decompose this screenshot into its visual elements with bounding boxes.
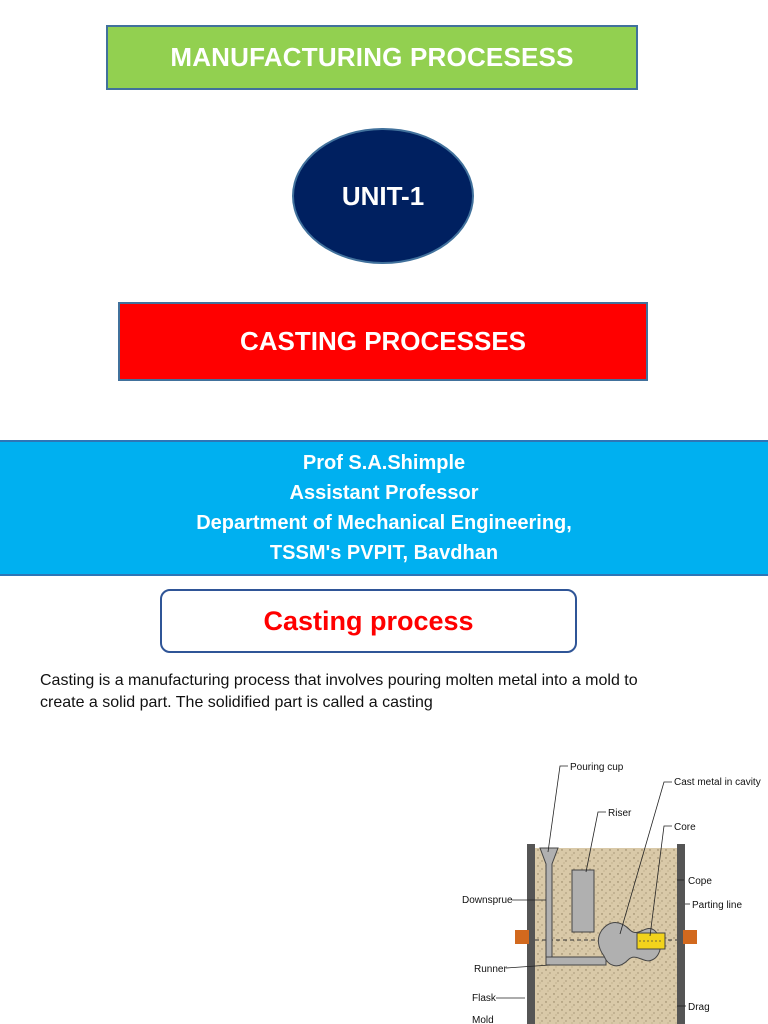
label-cast-metal: Cast metal in cavity [674, 777, 761, 788]
author-designation: Assistant Professor [289, 482, 479, 504]
label-cope: Cope [688, 876, 712, 887]
topic-title: CASTING PROCESSES [239, 326, 527, 356]
casting-mold-diagram: Pouring cup Cast metal in cavity Riser C… [462, 762, 761, 1024]
label-mold: Mold [472, 1015, 494, 1024]
unit-badge: UNIT-1 [292, 128, 474, 264]
label-runner: Runner [474, 964, 507, 975]
label-downsprue: Downsprue [462, 895, 513, 906]
section-heading: Casting process [160, 589, 577, 653]
author-department: Department of Mechanical Engineering, [196, 512, 572, 534]
flange-left [515, 930, 529, 944]
author-institute: TSSM's PVPIT, Bavdhan [269, 542, 499, 564]
author-name: Prof S.A.Shimple [302, 452, 466, 474]
course-title: MANUFACTURING PROCESESS [170, 42, 574, 72]
flask-wall-right [677, 844, 685, 1024]
label-parting-line: Parting line [692, 900, 742, 911]
course-title-banner: MANUFACTURING PROCESESS [106, 25, 638, 90]
label-pouring-cup: Pouring cup [570, 762, 624, 773]
label-core: Core [674, 822, 696, 833]
label-riser: Riser [608, 808, 632, 819]
label-flask: Flask [472, 993, 497, 1004]
description-line-2: create a solid part. The solidified part… [40, 694, 433, 711]
author-info: Prof S.A.Shimple Assistant Professor Dep… [0, 440, 768, 576]
topic-banner: CASTING PROCESSES [118, 302, 648, 381]
runner [545, 956, 607, 966]
description-line-1: Casting is a manufacturing process that … [40, 672, 638, 689]
section-title: Casting process [263, 605, 474, 636]
unit-label: UNIT-1 [341, 180, 425, 211]
flask-wall-left [527, 844, 535, 1024]
label-drag: Drag [688, 1002, 710, 1013]
flange-right [683, 930, 697, 944]
section-description: Casting is a manufacturing process that … [40, 670, 740, 714]
riser [571, 869, 595, 933]
